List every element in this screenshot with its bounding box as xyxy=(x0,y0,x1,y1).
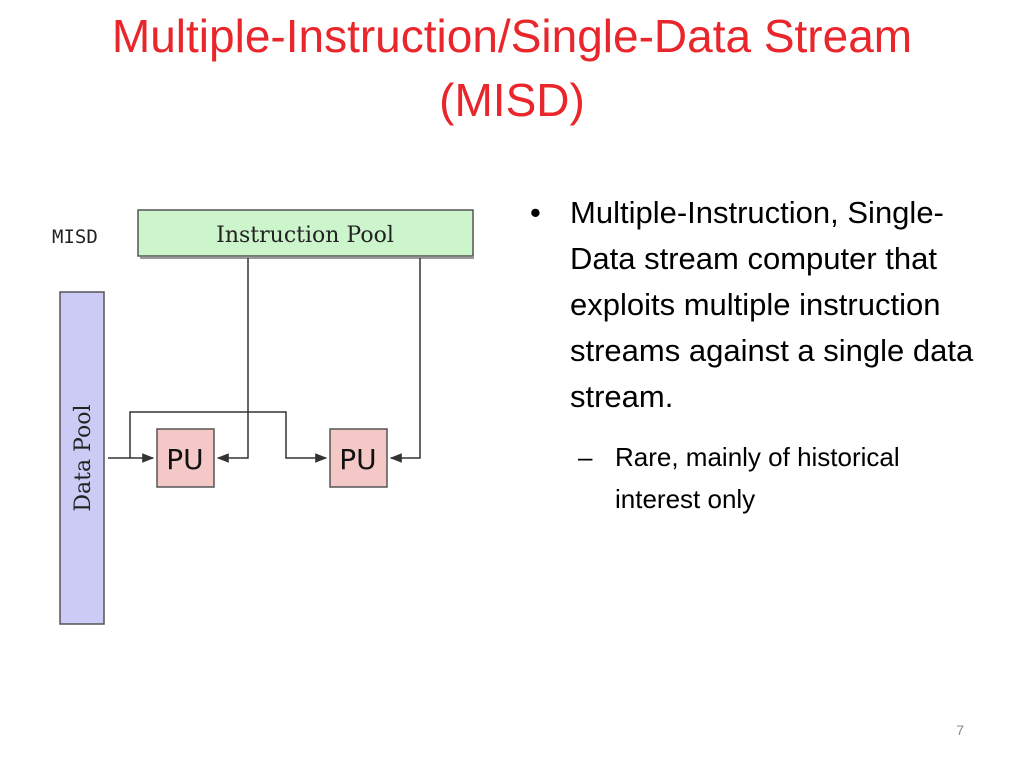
instruction-line-1 xyxy=(216,258,249,463)
misd-label: MISD xyxy=(52,226,98,248)
instruction-line-2 xyxy=(389,258,421,463)
data-pool-box xyxy=(59,291,105,625)
sub-bullet-item: – Rare, mainly of historical interest on… xyxy=(530,436,980,520)
slide-title: Multiple-Instruction/Single-Data Stream … xyxy=(0,4,1024,132)
bullet-mark: • xyxy=(530,195,541,230)
pu-label-2: PU xyxy=(339,443,376,476)
bullet-text: Multiple-Instruction, Single-Data stream… xyxy=(570,195,974,414)
page-number: 7 xyxy=(956,722,964,738)
pu-label-1: PU xyxy=(166,443,203,476)
data-pool-label: Data Pool xyxy=(71,404,96,511)
title-line-2: (MISD) xyxy=(439,74,585,126)
sub-bullet-text: Rare, mainly of historical interest only xyxy=(615,442,900,514)
sub-bullet-mark: – xyxy=(578,442,593,472)
title-line-1: Multiple-Instruction/Single-Data Stream xyxy=(111,10,913,62)
misd-diagram: MISD Instruction Pool Data Pool PU PU xyxy=(50,205,480,630)
instruction-pool-box xyxy=(137,209,474,257)
data-line-loop xyxy=(129,411,328,463)
instruction-pool-label: Instruction Pool xyxy=(216,223,394,248)
pu-box-1 xyxy=(156,428,215,488)
pu-box-2 xyxy=(329,428,388,488)
bullet-list: • Multiple-Instruction, Single-Data stre… xyxy=(530,190,980,520)
bullet-item: • Multiple-Instruction, Single-Data stre… xyxy=(530,190,980,420)
misd-diagram-svg: MISD Instruction Pool Data Pool PU PU xyxy=(52,209,474,625)
